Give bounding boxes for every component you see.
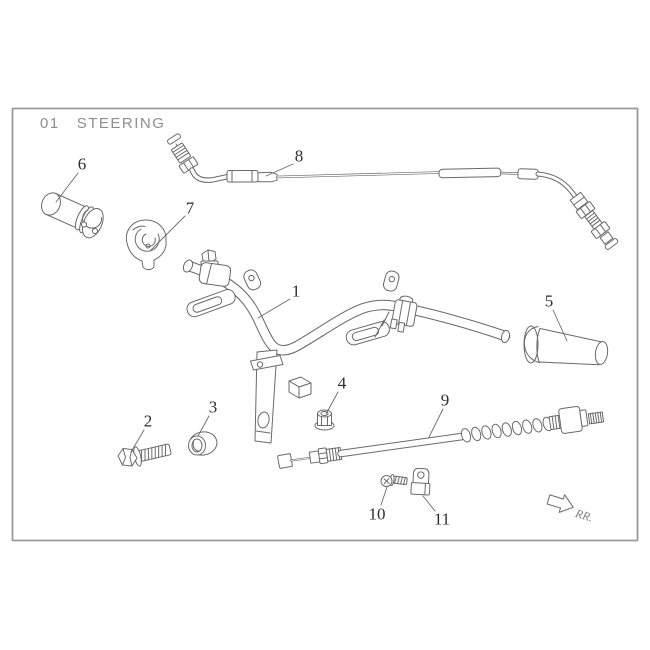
leader-lines — [55, 163, 568, 512]
part-label-1: 1 — [291, 281, 301, 301]
page-title: 01 STEERING — [40, 115, 165, 132]
rr-arrow-icon — [546, 494, 574, 513]
throttle-grip-drawing — [41, 192, 104, 239]
part-label-11: 11 — [433, 509, 451, 529]
bolt-drawing — [117, 443, 172, 467]
part-label-4: 4 — [337, 373, 347, 393]
rr-direction-label: RR. — [573, 506, 595, 525]
part-label-6: 6 — [77, 154, 87, 174]
part-label-3: 3 — [208, 397, 218, 417]
throttle-housing-drawing — [125, 219, 167, 270]
handlebar-drawing — [182, 249, 511, 444]
part-label-7: 7 — [185, 198, 195, 218]
cable-clamp-drawing — [410, 467, 431, 496]
flange-nut-drawing — [314, 409, 335, 431]
section-title: STEERING — [76, 115, 166, 132]
throttle-cable-drawing — [167, 133, 619, 250]
part-label-8: 8 — [294, 146, 304, 166]
section-number: 01 — [40, 115, 60, 132]
brake-cable-drawing — [277, 405, 605, 469]
page-frame — [11, 107, 639, 542]
part-label-9: 9 — [440, 390, 450, 410]
rr-direction-marker: RR. — [546, 494, 595, 525]
screw-drawing — [380, 474, 408, 487]
part-label-10: 10 — [368, 504, 386, 524]
grip-drawing — [523, 325, 609, 366]
bushing-drawing — [188, 431, 218, 456]
part-label-5: 5 — [544, 291, 554, 311]
part-label-2: 2 — [143, 411, 153, 431]
